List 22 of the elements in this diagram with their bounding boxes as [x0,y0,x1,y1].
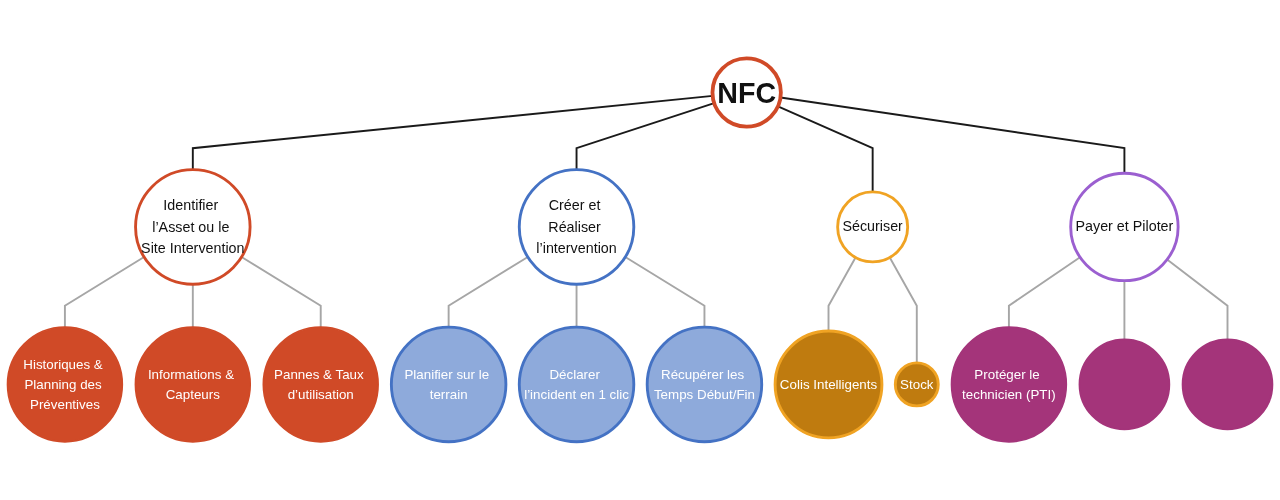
connector [63,256,145,329]
node-circle: Planifier sur le terrain [389,325,508,444]
node-circle: NFC [710,56,783,129]
node-circle: Historiques & Planning des Préventives [6,326,124,443]
node-circle [1078,338,1171,431]
connector [240,256,322,329]
connector [1166,258,1229,341]
node-circle: Protéger le technicien (PTI) [950,326,1068,443]
node-circle: Sécuriser [836,190,910,264]
connector [888,256,918,364]
node-circle: Identifier l’Asset ou le Site Intervention [134,168,252,286]
node-circle: Colis Intelligents [773,329,884,440]
connector [827,256,857,332]
node-circle: Récupérer les Temps Début/Fin [645,325,764,444]
node-circle: Déclarer l’incident en 1 clic [517,325,636,444]
node-circle: Informations & Capteurs [134,326,252,443]
node-circle: Stock [893,361,940,408]
node-circle [1181,338,1274,431]
node-circle: Créer et Réaliser l’intervention [517,168,636,286]
connector [1007,256,1081,329]
node-circle: Payer et Piloter [1069,171,1180,283]
node-circle: Pannes & Taux d’utilisation [262,326,379,443]
